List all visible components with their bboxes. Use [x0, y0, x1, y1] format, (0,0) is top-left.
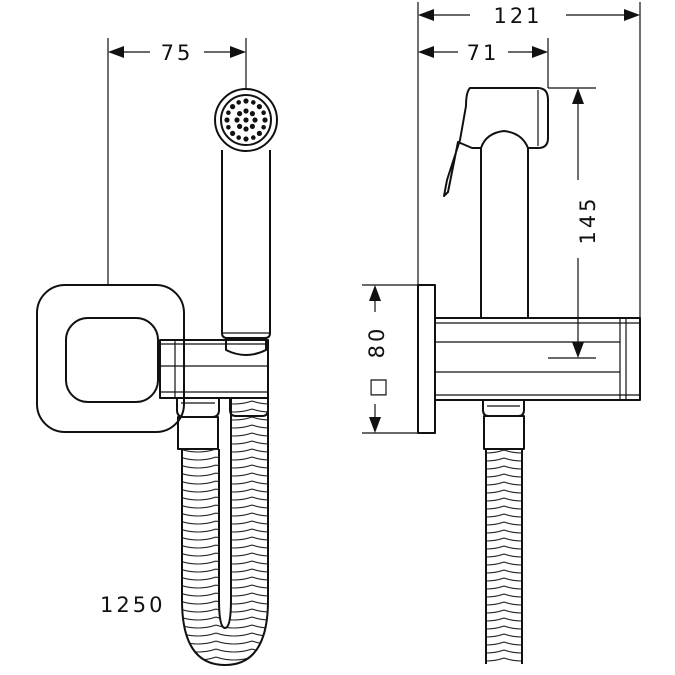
- hose: [181, 398, 269, 666]
- handset: [214, 88, 278, 356]
- valve-knob: [65, 317, 159, 403]
- side-body: [434, 317, 641, 401]
- dimension-label-hose-length: 1250: [100, 593, 165, 617]
- side-hose: [485, 449, 523, 664]
- dimension-plate-size: 80 □: [362, 284, 418, 434]
- dimension-handset-height: 145: [548, 87, 600, 359]
- square-symbol: □: [365, 375, 389, 398]
- front-view: 75 1250: [36, 38, 278, 666]
- side-wall-flange: [417, 284, 436, 434]
- side-hose-outlet: [482, 400, 525, 450]
- dimension-handset-offset: 75: [107, 38, 247, 285]
- dimension-label-145: 145: [576, 195, 600, 244]
- wall-plate: [36, 284, 185, 433]
- dimension-total-depth: 121: [417, 2, 641, 318]
- dimension-depth-to-spout: 71: [418, 38, 549, 88]
- dimension-label-121: 121: [493, 4, 542, 28]
- side-handset-head: [443, 87, 549, 197]
- dimension-label-71: 71: [467, 41, 500, 65]
- side-handset-stem: [480, 147, 529, 318]
- spray-nozzles: [224, 98, 268, 142]
- dimension-label-75: 75: [161, 41, 194, 65]
- side-view: 121 71 145 80: [362, 2, 641, 664]
- dimension-label-80: 80: [365, 326, 389, 359]
